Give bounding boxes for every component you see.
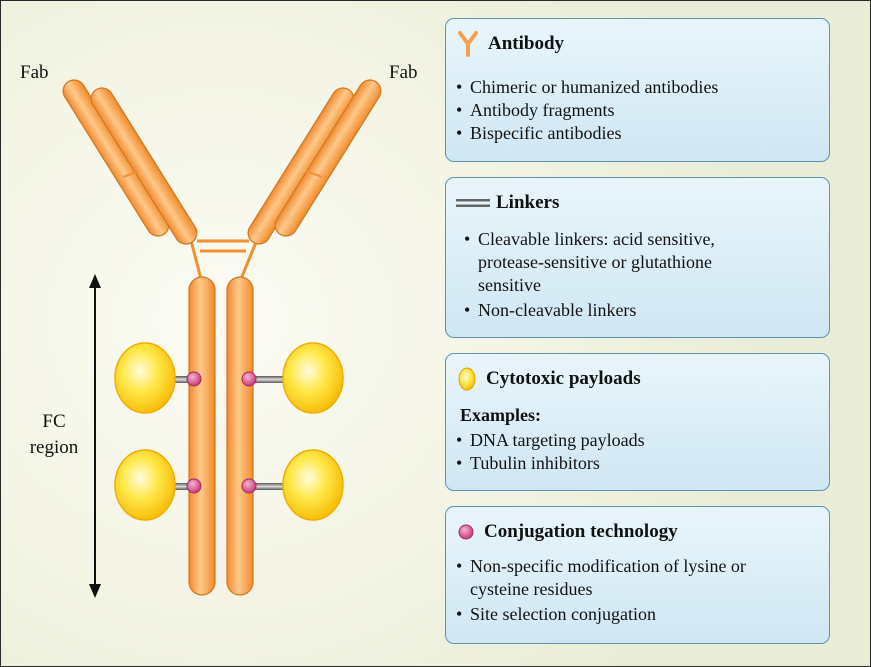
linkers-list: Cleavable linkers: acid sensitive, prote… — [464, 228, 764, 322]
fab-left-label: Fab — [20, 62, 49, 83]
conjugation-panel: Conjugation technology Non-specific modi… — [445, 506, 830, 644]
linker-lines-icon — [456, 199, 490, 207]
linkers — [161, 376, 283, 490]
list-item: Bispecific antibodies — [456, 122, 718, 145]
fab-right-label: Fab — [389, 62, 418, 83]
list-item: DNA targeting payloads — [456, 429, 645, 452]
fc-chains — [188, 276, 254, 596]
antibody-list: Chimeric or humanized antibodies Antibod… — [456, 76, 718, 145]
payloads-subtitle: Examples: — [460, 405, 541, 425]
adc-diagram: Fab Fab FC region — [20, 62, 418, 598]
antibody-title: Antibody — [488, 33, 565, 54]
list-item: Antibody fragments — [456, 99, 718, 122]
conjugation-panel-header: Conjugation technology — [456, 519, 678, 545]
list-item: Cleavable linkers: acid sensitive, prote… — [464, 228, 764, 297]
list-item: Non-cleavable linkers — [464, 299, 764, 322]
fc-region-arrow — [89, 274, 101, 598]
left-fab-arm — [62, 79, 198, 245]
payloads-list: DNA targeting payloads Tubulin inhibitor… — [456, 429, 645, 475]
fc-label-line2: region — [30, 437, 79, 458]
conjugation-sites — [186, 371, 257, 494]
linkers-title: Linkers — [496, 192, 560, 213]
list-item: Tubulin inhibitors — [456, 452, 645, 475]
payloads-panel-header: Cytotoxic payloads — [456, 366, 641, 392]
list-item: Site selection conjugation — [456, 603, 806, 626]
linkers-panel-header: Linkers — [456, 190, 559, 216]
linkers-panel: Linkers Cleavable linkers: acid sensitiv… — [445, 177, 830, 338]
conjugation-list: Non-specific modification of lysine or c… — [456, 555, 806, 626]
list-item: Chimeric or humanized antibodies — [456, 76, 718, 99]
antibody-panel: Antibody Chimeric or humanized antibodie… — [445, 18, 830, 162]
list-item: Non-specific modification of lysine or c… — [456, 555, 806, 601]
payload-ellipse-icon — [458, 367, 476, 391]
conjugation-title: Conjugation technology — [484, 521, 678, 542]
fc-label-line1: FC — [42, 411, 65, 432]
right-fab-arm — [247, 79, 382, 245]
conjugation-dot-icon — [458, 524, 474, 540]
antibody-y-icon — [458, 31, 478, 57]
payloads-panel: Cytotoxic payloads Examples: DNA targeti… — [445, 353, 830, 491]
cytotoxic-payloads — [114, 342, 344, 521]
payloads-title: Cytotoxic payloads — [486, 368, 641, 389]
antibody-panel-header: Antibody — [456, 31, 564, 57]
